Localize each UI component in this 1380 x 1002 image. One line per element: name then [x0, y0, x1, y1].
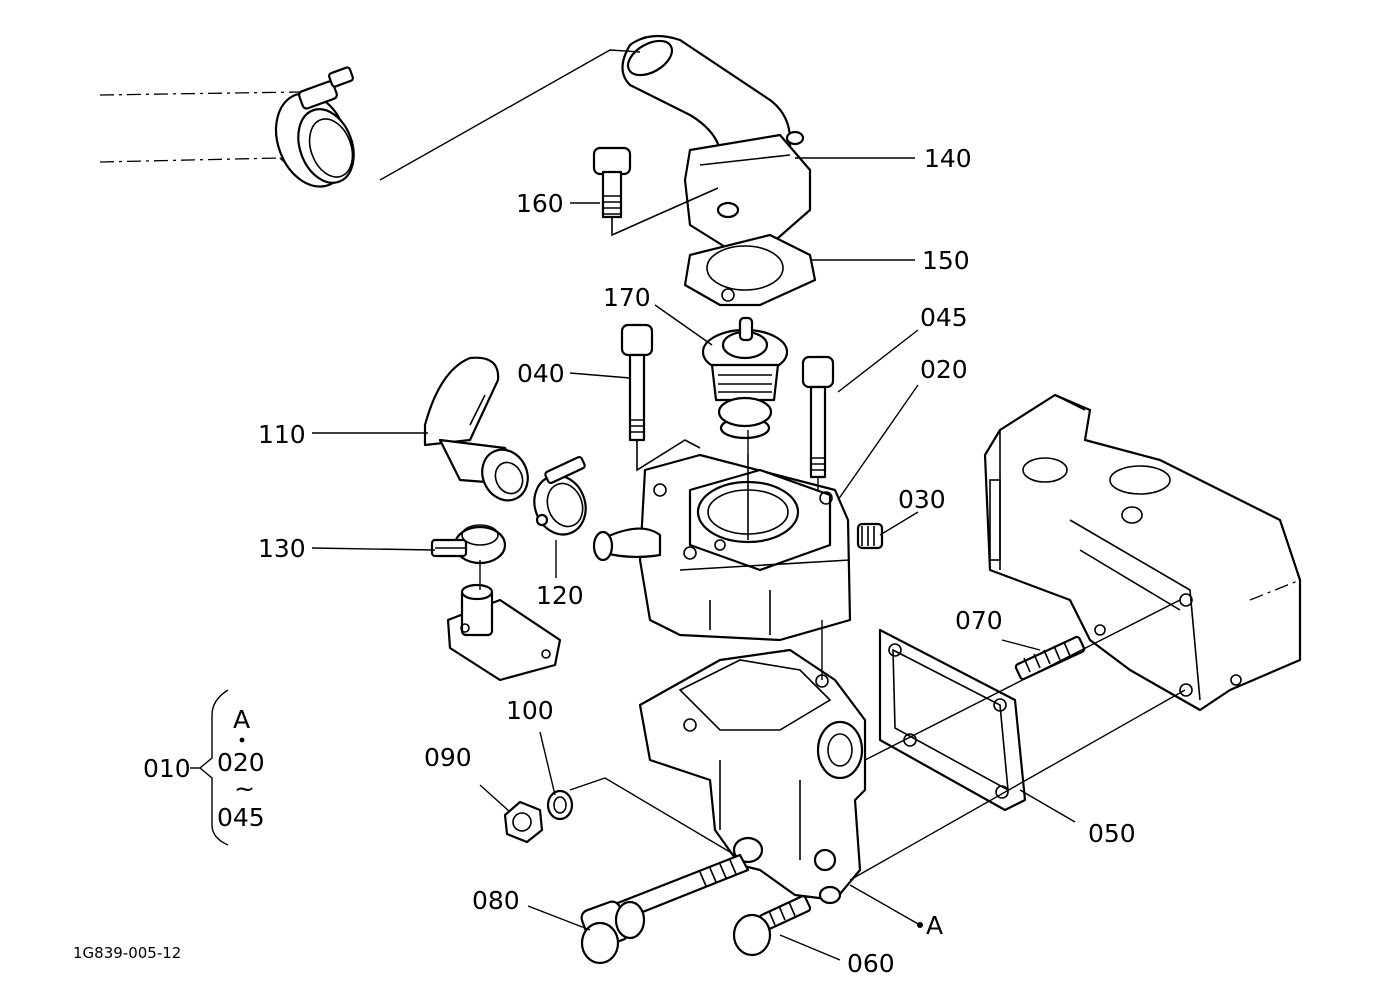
thermostat-housing	[592, 453, 852, 642]
assembly-bracket	[190, 689, 229, 846]
bolt-080	[580, 853, 750, 965]
bolt-060	[732, 895, 812, 957]
assembly-number: 010	[143, 754, 191, 783]
drawing-code: 1G839-005-12	[73, 944, 181, 962]
callout-170: 170	[603, 283, 651, 312]
assembly-range-start: 020	[217, 748, 265, 777]
callout-160: 160	[516, 189, 564, 218]
callout-045: 045	[920, 303, 968, 332]
gasket-050	[878, 628, 1027, 812]
washer-100	[546, 789, 574, 821]
callout-130: 130	[258, 534, 306, 563]
engine-block	[983, 393, 1302, 712]
assembly-ref-point: A	[233, 705, 250, 734]
bolt-040	[620, 323, 701, 472]
water-pump-body	[638, 648, 867, 905]
stud-070	[1014, 635, 1086, 681]
reference-marker: A	[926, 911, 943, 940]
bypass-hose	[423, 356, 529, 502]
bolt-045	[801, 355, 835, 479]
hose-clamp-130	[430, 524, 507, 565]
callout-040: 040	[517, 359, 565, 388]
ref-point-dot	[239, 737, 245, 743]
callout-020: 020	[920, 355, 968, 384]
callout-070: 070	[955, 606, 1003, 635]
callout-080: 080	[472, 886, 520, 915]
callout-100: 100	[506, 696, 554, 725]
callout-060: 060	[847, 949, 895, 978]
assembly-range-sep: ~	[234, 774, 255, 803]
callout-090: 090	[424, 743, 472, 772]
callout-050: 050	[1088, 819, 1136, 848]
callout-120: 120	[536, 581, 584, 610]
thermostat	[701, 316, 789, 440]
callout-150: 150	[922, 246, 970, 275]
callout-030: 030	[898, 485, 946, 514]
flange-bolt	[592, 146, 719, 237]
bypass-pipe-flange	[446, 583, 562, 682]
callout-140: 140	[924, 144, 972, 173]
assembly-range-end: 045	[217, 803, 265, 832]
nut-090	[503, 800, 544, 844]
water-flange	[621, 34, 812, 252]
assembly-axis-lines	[379, 49, 1186, 881]
flange-gasket	[683, 233, 817, 307]
reference-marker-dot	[917, 922, 923, 928]
radiator-hose	[99, 66, 355, 188]
leader-lines	[311, 157, 1076, 961]
callout-110: 110	[258, 420, 306, 449]
plug-030	[856, 522, 884, 550]
hose-clamp-120	[533, 455, 587, 536]
